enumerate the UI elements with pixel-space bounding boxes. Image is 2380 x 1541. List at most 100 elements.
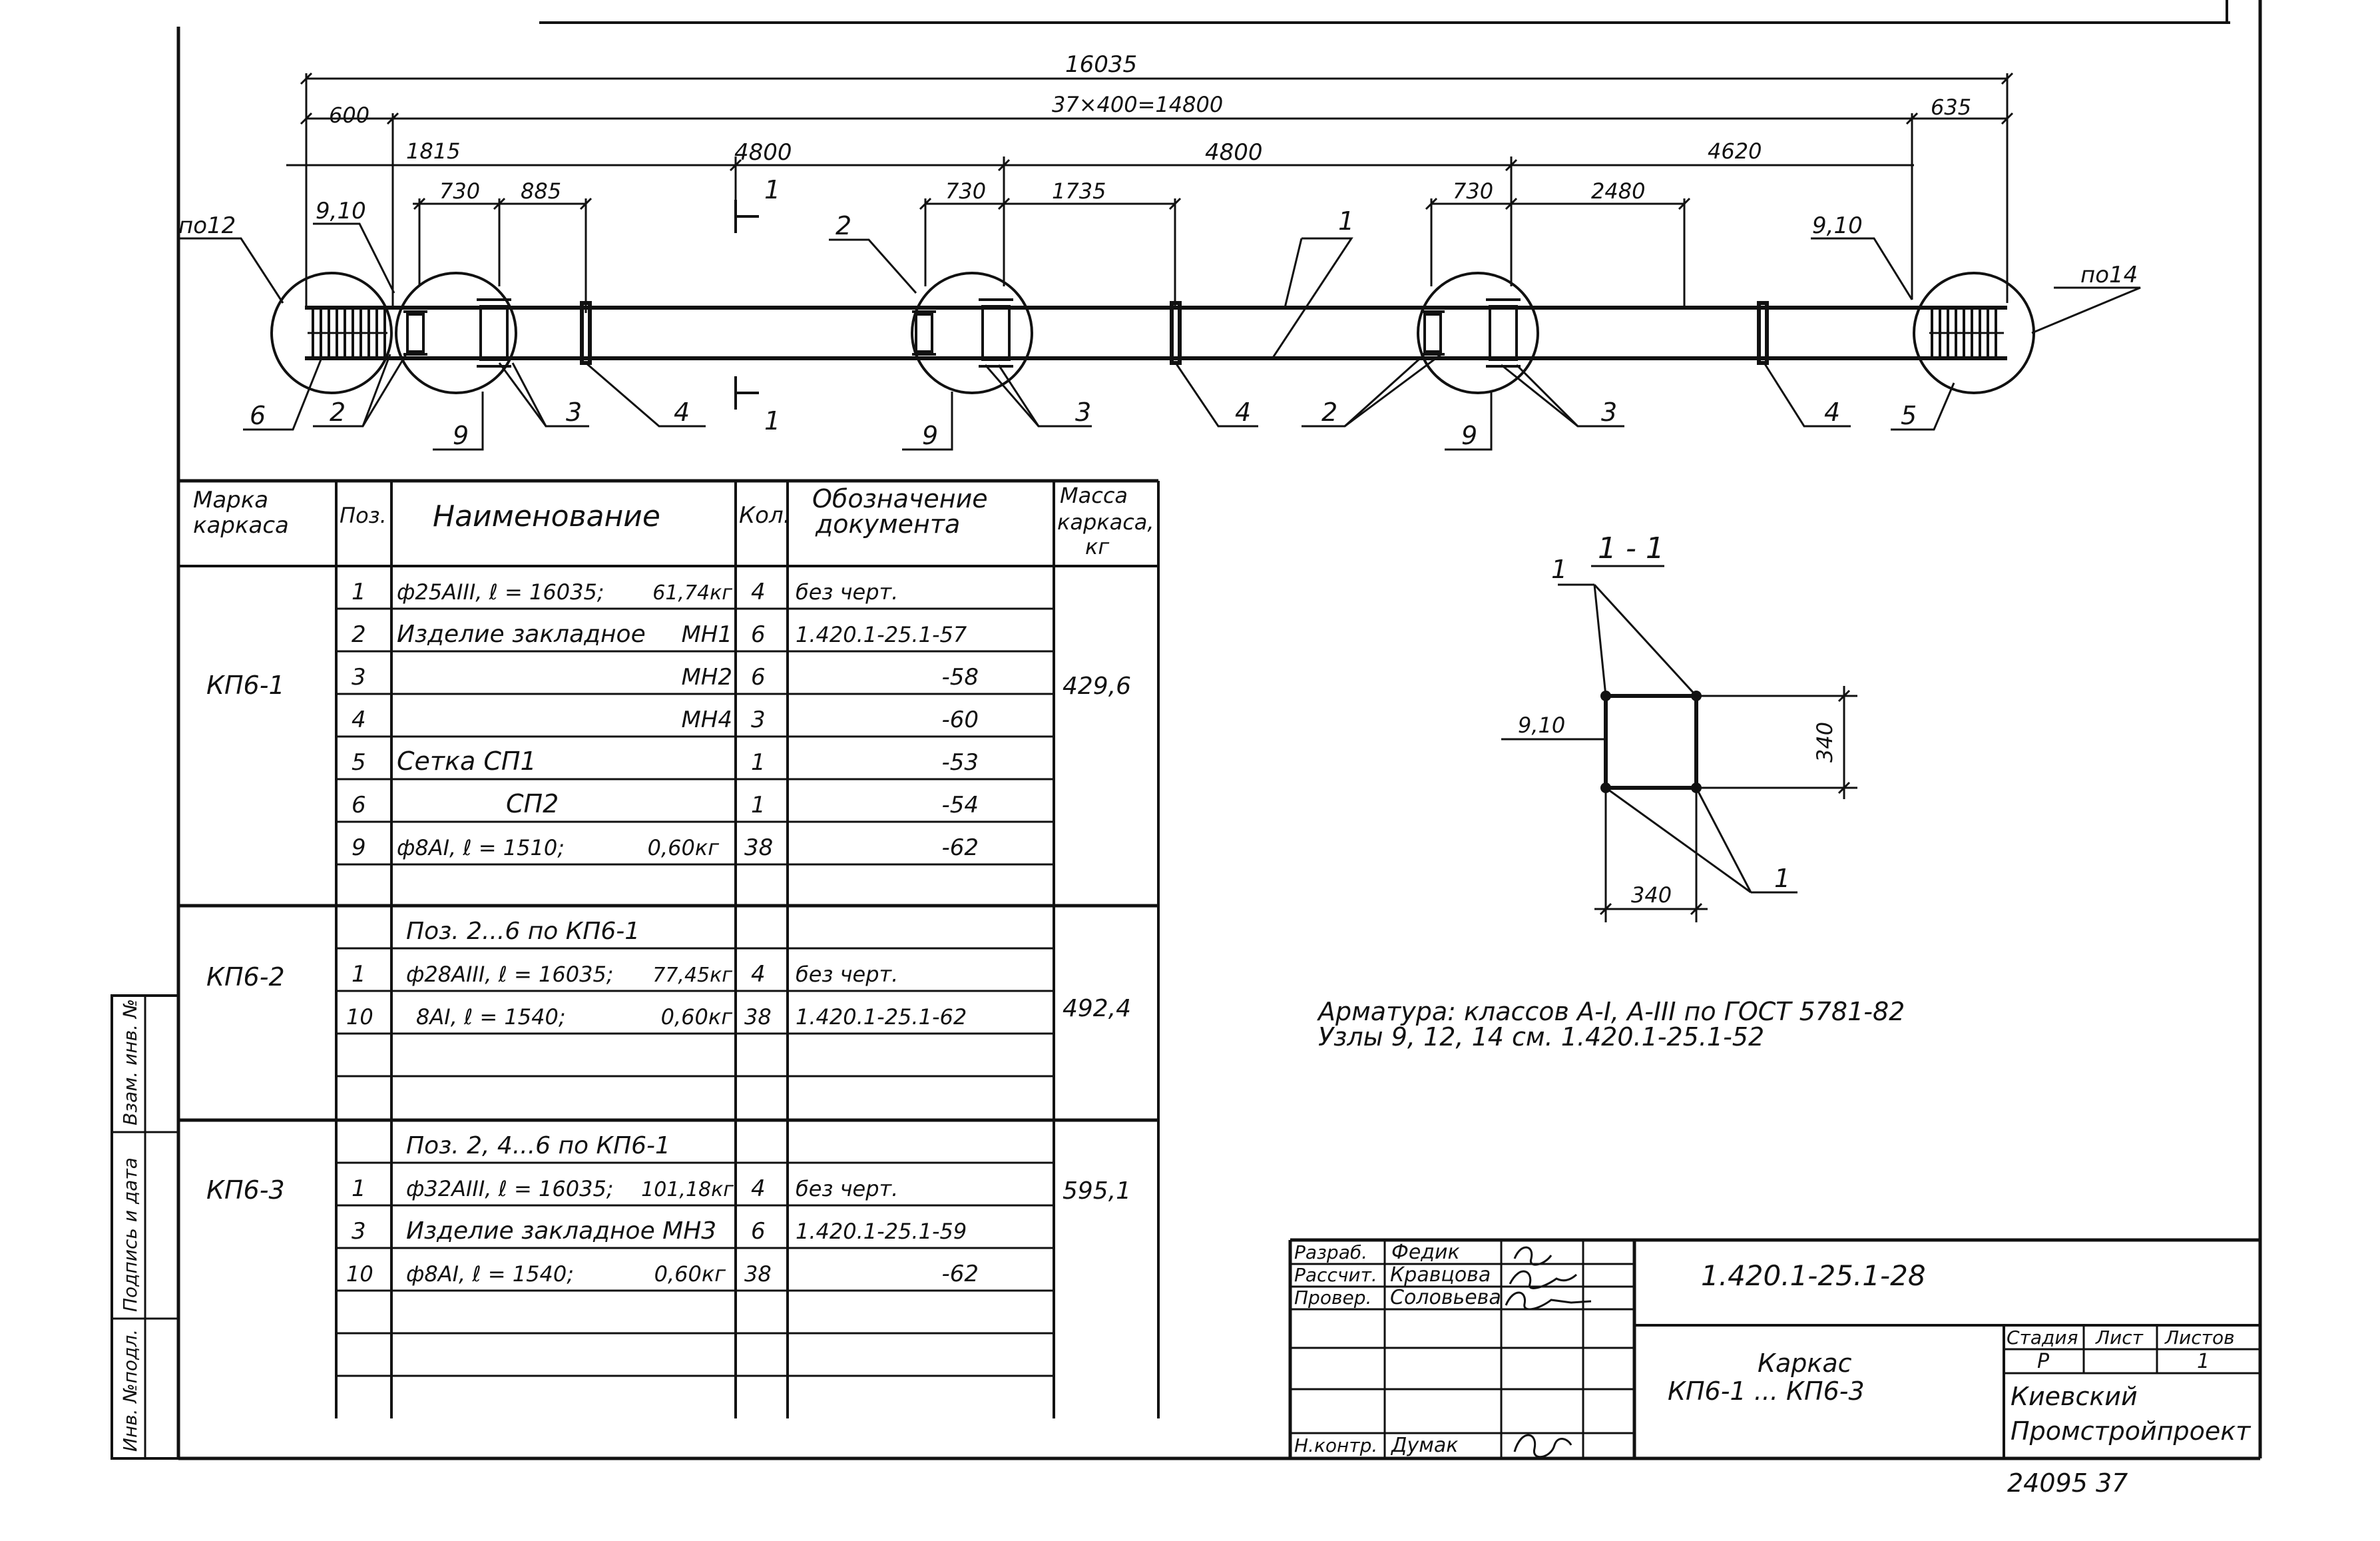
callout-2-c: 2 bbox=[1321, 398, 1337, 427]
callout-3-b: 3 bbox=[1075, 398, 1091, 427]
callout-po14: по14 bbox=[2080, 262, 2138, 288]
callout-1-top: 1 bbox=[1338, 206, 1354, 236]
group-marka: КП6-3 bbox=[206, 1175, 285, 1205]
group-kp6-3: КП6-3 595,1 Поз. 2, 4...6 по КП6-1 1 ф32… bbox=[206, 1132, 1131, 1287]
cell-name-right: 101,18кг bbox=[641, 1178, 734, 1201]
cell-qty: 3 bbox=[751, 707, 766, 733]
cell-doc: -53 bbox=[941, 749, 979, 776]
callout-po12: по12 bbox=[178, 212, 236, 239]
cell-doc: -62 bbox=[941, 1261, 979, 1287]
cell-name: Поз. 2, 4...6 по КП6-1 bbox=[406, 1132, 670, 1159]
dim-right-end: 635 bbox=[1931, 95, 1971, 120]
table-row: 1 ф28АIII, ℓ = 16035; 77,45кг 4 без черт… bbox=[352, 961, 898, 988]
callout-3-a: 3 bbox=[566, 398, 582, 427]
sheets-header: Листов bbox=[2164, 1327, 2235, 1349]
cell-doc: без черт. bbox=[796, 1176, 898, 1201]
header-pos: Поз. bbox=[340, 503, 387, 528]
title-block-roles: Разраб. Федик Рассчит. Кравцова Провер. … bbox=[1294, 1241, 1501, 1457]
section-cut-top: 1 bbox=[764, 175, 780, 204]
table-row: Поз. 2...6 по КП6-1 bbox=[406, 918, 640, 945]
name-n-kontr: Думак bbox=[1390, 1434, 1458, 1457]
table-row: 4 МН4 3 -60 bbox=[352, 707, 979, 733]
group-mass: 429,6 bbox=[1063, 673, 1131, 700]
side-stamp: Инв. №подл. Подпись и дата Взам. инв. № bbox=[111, 994, 180, 1460]
cell-qty: 1 bbox=[751, 792, 766, 818]
section-lead-bottom: 1 bbox=[1774, 864, 1790, 893]
table-row: 2 Изделие закладное МН1 6 1.420.1-25.1-5… bbox=[352, 621, 967, 648]
footer-number: 24095 37 bbox=[2007, 1468, 2128, 1498]
table-row: 9 ф8АI, ℓ = 1510; 0,60кг 38 -62 bbox=[352, 834, 979, 861]
cell-name: ф8АI, ℓ = 1510; bbox=[397, 835, 565, 860]
cell-name-right: МН1 bbox=[681, 621, 732, 648]
cell-pos: 3 bbox=[352, 1218, 366, 1245]
stage-value: Р bbox=[2037, 1350, 2050, 1373]
dim-4800-b: 4800 bbox=[1205, 139, 1263, 166]
section-dim-vertical: 340 bbox=[1812, 722, 1837, 763]
role-rasschit: Рассчит. bbox=[1294, 1264, 1377, 1286]
callout-910-left: 9,10 bbox=[316, 198, 366, 224]
table-row: 6 СП2 1 -54 bbox=[352, 789, 979, 818]
section-1-1: 1 - 1 1 1 9,10 340 340 bbox=[1501, 531, 1857, 922]
callout-4-a: 4 bbox=[674, 398, 690, 427]
stamp-signature-date: Подпись и дата bbox=[119, 1157, 141, 1312]
cell-qty: 38 bbox=[744, 834, 773, 861]
cell-name: ф32АIII, ℓ = 16035; bbox=[406, 1176, 614, 1201]
dimension-values: 16035 37×400=14800 600 635 1815 4800 480… bbox=[329, 51, 1971, 204]
cell-doc: -62 bbox=[941, 834, 979, 861]
group-mass: 595,1 bbox=[1063, 1177, 1131, 1205]
cell-pos: 5 bbox=[352, 749, 366, 776]
dim-overall: 16035 bbox=[1065, 51, 1137, 78]
dimension-lines bbox=[286, 72, 2014, 313]
cell-name-right: 0,60кг bbox=[661, 1004, 733, 1030]
title-block: Разраб. Федик Рассчит. Кравцова Провер. … bbox=[1288, 1238, 2260, 1498]
cell-name: ф8АI, ℓ = 1540; bbox=[406, 1261, 574, 1287]
node-9-circle-c bbox=[1417, 272, 1539, 394]
node-9-circle-a bbox=[395, 272, 517, 394]
cell-name-right: МН2 bbox=[681, 664, 732, 691]
header-mass-2: каркаса, bbox=[1057, 509, 1154, 535]
node-12-circle bbox=[270, 272, 393, 394]
doc-code: 1.420.1-25.1-28 bbox=[1701, 1259, 1926, 1292]
note-reinforcement: Арматура: классов А-I, А-III по ГОСТ 578… bbox=[1316, 997, 1905, 1026]
cell-pos: 1 bbox=[352, 961, 366, 988]
header-mass-1: Масса bbox=[1060, 483, 1128, 508]
cell-doc: -58 bbox=[941, 664, 979, 691]
header-name: Наименование bbox=[433, 499, 660, 533]
spec-table: Марка каркаса Поз. Наименование Кол. Обо… bbox=[178, 479, 1160, 1418]
section-label-910: 9,10 bbox=[1518, 713, 1565, 738]
cell-doc: 1.420.1-25.1-57 bbox=[796, 622, 967, 647]
group-mass: 492,4 bbox=[1063, 995, 1131, 1022]
table-row: 10 8АI, ℓ = 1540; 0,60кг 38 1.420.1-25.1… bbox=[346, 1004, 967, 1030]
cell-qty: 4 bbox=[751, 1175, 766, 1202]
cell-name: ф25АIII, ℓ = 16035; bbox=[397, 579, 604, 605]
stage-header: Стадия bbox=[2007, 1327, 2078, 1349]
cell-pos: 3 bbox=[352, 664, 366, 691]
cell-doc: без черт. bbox=[796, 579, 898, 605]
cell-name: Изделие закладное МН3 bbox=[406, 1217, 716, 1245]
callout-910-right: 9,10 bbox=[1812, 212, 1863, 239]
cell-qty: 38 bbox=[744, 1261, 772, 1287]
header-doc-1: Обозначение bbox=[812, 484, 988, 513]
role-prover: Провер. bbox=[1294, 1287, 1371, 1309]
dim-730-b: 730 bbox=[945, 178, 986, 204]
table-row: 3 МН2 6 -58 bbox=[352, 664, 979, 691]
cell-pos: 1 bbox=[352, 579, 366, 605]
name-razrab: Федик bbox=[1391, 1241, 1460, 1264]
callout-4-c: 4 bbox=[1824, 398, 1840, 427]
stamp-inv-podl: Инв. №подл. bbox=[119, 1329, 141, 1452]
cell-qty: 6 bbox=[751, 621, 766, 648]
cage-beam bbox=[270, 200, 2035, 410]
dim-730-a: 730 bbox=[439, 178, 480, 204]
cell-pos: 2 bbox=[352, 621, 366, 648]
cell-pos: 6 bbox=[352, 792, 366, 818]
table-row: 1 ф25АIII, ℓ = 16035; 61,74кг 4 без черт… bbox=[352, 579, 898, 605]
node-9-circle-b bbox=[911, 272, 1033, 394]
header-marka-1: Марка bbox=[193, 487, 268, 513]
table-row: 10 ф8АI, ℓ = 1540; 0,60кг 38 -62 bbox=[346, 1261, 979, 1287]
section-cut-bottom: 1 bbox=[764, 406, 780, 436]
header-marka-2: каркаса bbox=[193, 512, 289, 539]
cell-qty: 6 bbox=[751, 1218, 766, 1245]
cell-doc: -60 bbox=[941, 707, 979, 733]
callout-2-top: 2 bbox=[835, 211, 851, 240]
